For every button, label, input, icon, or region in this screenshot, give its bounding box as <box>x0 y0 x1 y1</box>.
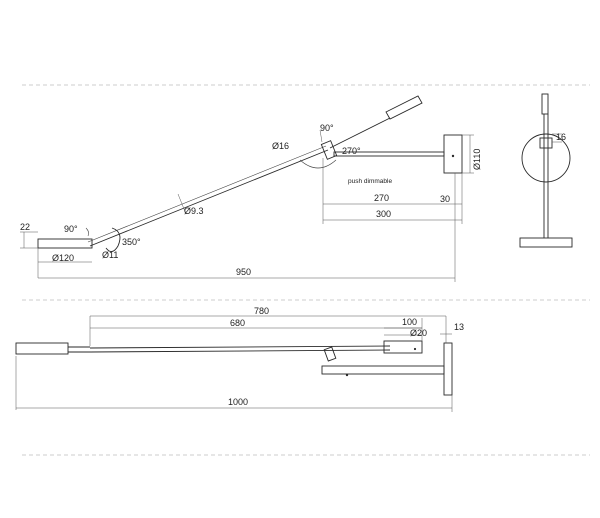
label-dim-30: 30 <box>440 194 450 204</box>
front-view <box>519 93 573 248</box>
lamp-arm <box>89 149 329 247</box>
top-wall-arm <box>321 365 445 375</box>
label-dim-16: 16 <box>556 132 566 142</box>
label-dia-11: Ø11 <box>102 250 118 260</box>
label-angle-base: 90° <box>64 224 78 234</box>
label-dim-270: 270 <box>374 193 389 203</box>
rotation-symbol <box>105 227 121 252</box>
front-head <box>541 93 549 115</box>
label-push-dimmable: push dimmable <box>348 178 392 185</box>
label-dim-100: 100 <box>402 317 417 327</box>
label-dia-rod: Ø9.3 <box>184 206 204 216</box>
frame-lines <box>22 84 590 456</box>
top-head <box>15 342 69 355</box>
top-wall-plate <box>443 342 453 396</box>
label-angle-top: 90° <box>320 123 334 133</box>
top-view <box>15 315 453 412</box>
lamp-base <box>37 238 93 249</box>
side-view <box>20 95 474 282</box>
wall-plate <box>443 134 463 174</box>
lamp-head <box>385 95 423 120</box>
label-rotation-base: 350° <box>122 237 141 247</box>
label-dim-680: 680 <box>230 318 245 328</box>
label-dim-22: 22 <box>20 222 30 232</box>
label-dim-780: 780 <box>254 306 269 316</box>
front-base <box>519 237 573 248</box>
label-dim-13: 13 <box>454 322 464 332</box>
label-dia-base-plate: Ø110 <box>472 149 482 170</box>
arm-joint <box>320 140 338 160</box>
label-dia-base: Ø120 <box>52 253 74 263</box>
label-angle-joint: 270° <box>342 146 361 156</box>
front-wall-plate <box>521 133 571 183</box>
label-dim-950: 950 <box>236 267 251 277</box>
top-arm <box>89 345 391 349</box>
label-dim-300: 300 <box>376 209 391 219</box>
label-dia-20: Ø20 <box>410 328 427 338</box>
label-dia-arm-joint: Ø16 <box>272 141 289 151</box>
label-dim-1000: 1000 <box>228 397 248 407</box>
